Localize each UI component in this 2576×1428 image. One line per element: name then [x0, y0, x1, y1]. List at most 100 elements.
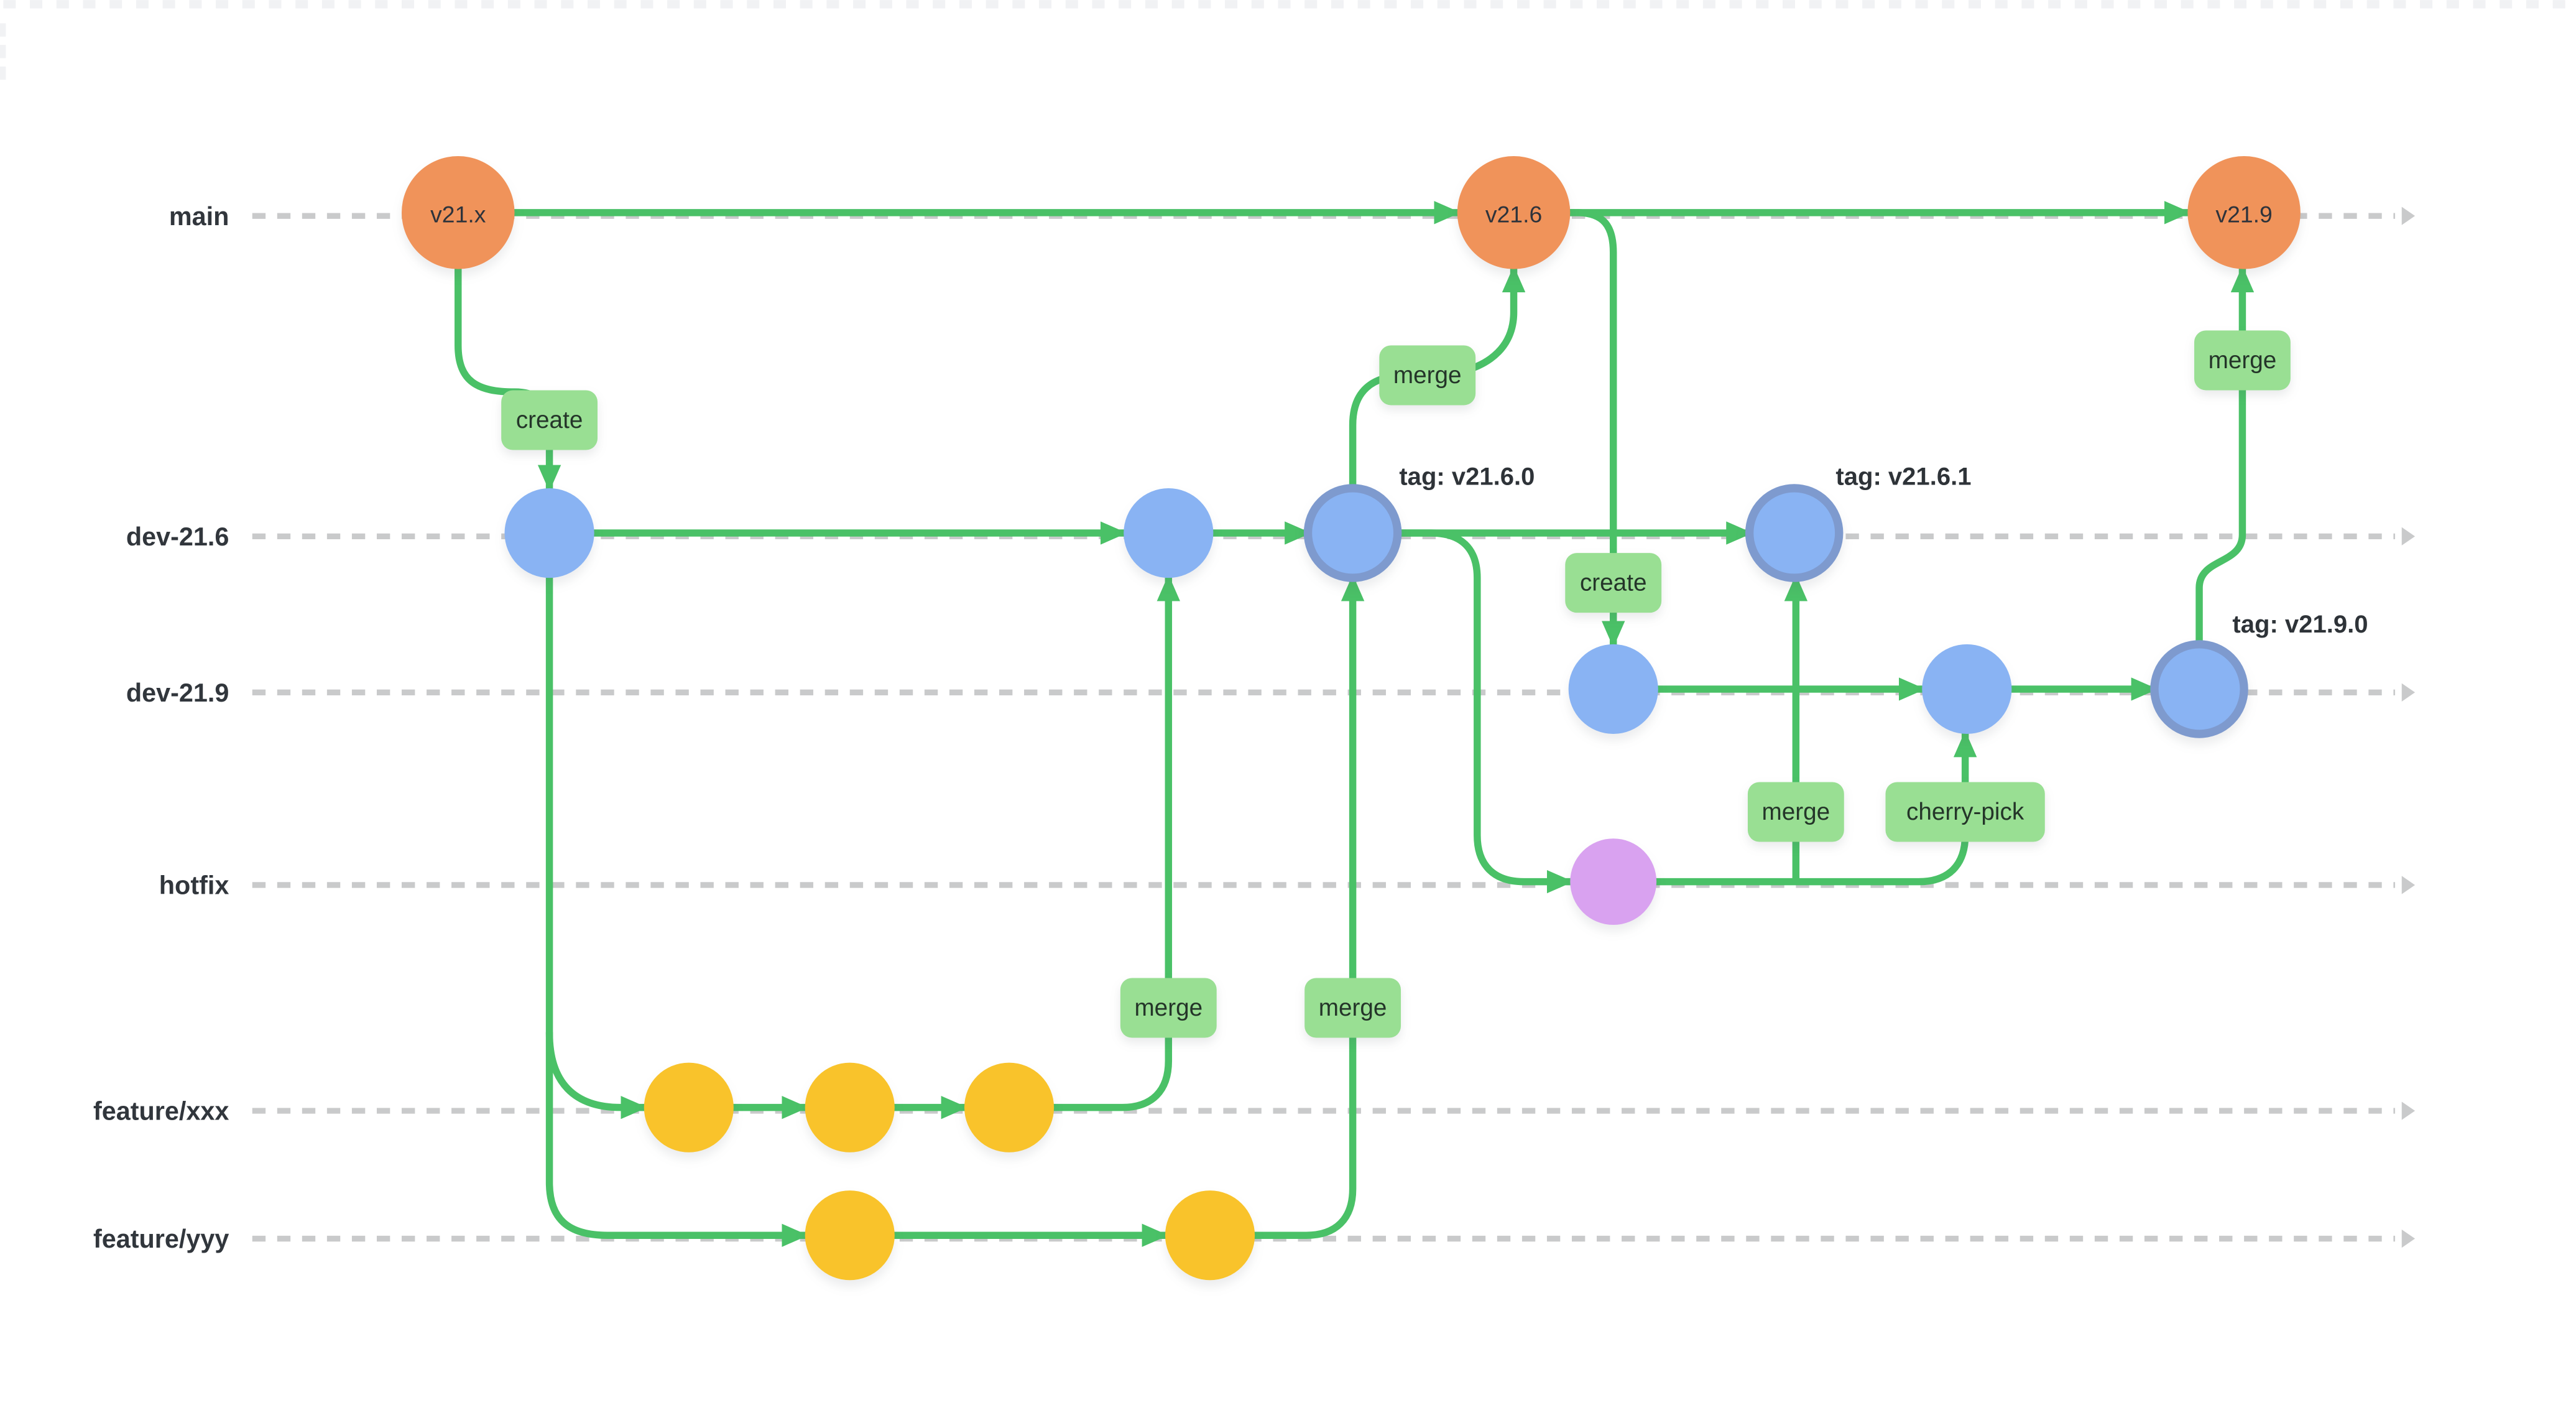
top-tick-icon: [1915, 0, 1928, 9]
top-tick-icon: [455, 0, 468, 9]
top-tick-icon: [534, 0, 547, 9]
commit-node-dev216-4: [1745, 484, 1844, 582]
commit-circle: [805, 1190, 895, 1281]
top-tick-icon: [402, 0, 415, 9]
lane-label-feature-yyy: feature/yyy: [93, 1225, 229, 1253]
commit-node-featxxx-3: [964, 1062, 1055, 1152]
action-box-bg: [1565, 553, 1662, 613]
top-tick-icon: [693, 0, 706, 9]
top-tick-icon: [879, 0, 892, 9]
top-tick-icon: [507, 0, 520, 9]
commit-circle: [805, 1062, 895, 1152]
top-tick-icon: [587, 0, 601, 9]
top-tick-icon: [136, 0, 149, 9]
top-tick-icon: [906, 0, 919, 9]
top-tick-icon: [428, 0, 441, 9]
top-tick-icon: [1225, 0, 1238, 9]
top-tick-icon: [1543, 0, 1556, 9]
top-tick-icon: [1517, 0, 1530, 9]
top-tick-icon: [2526, 0, 2539, 9]
top-tick-icon: [1597, 0, 1610, 9]
top-tick-icon: [826, 0, 839, 9]
top-tick-icon: [986, 0, 999, 9]
top-tick-icon: [561, 0, 574, 9]
top-tick-icon: [640, 0, 653, 9]
top-tick-icon: [348, 0, 361, 9]
top-tick-icon: [375, 0, 388, 9]
commit-node-dev216-1: [504, 488, 594, 578]
commit-node-dev216-3: [1303, 484, 1402, 582]
top-tick-icon: [1995, 0, 2008, 9]
top-tick-icon: [1782, 0, 1796, 9]
top-tick-icon: [2181, 0, 2194, 9]
top-tick-icon: [2101, 0, 2114, 9]
top-tick-icon: [2074, 0, 2087, 9]
commit-circle: [1570, 838, 1657, 925]
top-tick-icon: [1809, 0, 1822, 9]
lane-label-feature-xxx: feature/xxx: [93, 1097, 229, 1126]
top-tick-icon: [1304, 0, 1318, 9]
top-tick-icon: [1968, 0, 1981, 9]
action-box-create-0: create: [501, 390, 598, 450]
left-tick-icon: [0, 66, 6, 80]
top-tick-icon: [1039, 0, 1052, 9]
canvas-edge-decor: [0, 0, 2565, 80]
edges: [455, 201, 2255, 1247]
lane-dev-21-9: dev-21.9: [126, 679, 2416, 707]
top-tick-icon: [1384, 0, 1397, 9]
tagged-commit-circle: [2150, 640, 2248, 738]
commit-circle: [1568, 644, 1658, 735]
top-tick-icon: [1437, 0, 1450, 9]
commit-node-v21x: v21.x: [402, 156, 515, 269]
node-label-v216: v21.6: [1485, 201, 1542, 227]
node-label-v21x: v21.x: [430, 201, 486, 227]
commit-node-dev219-2: [1922, 644, 2012, 735]
top-tick-icon: [1464, 0, 1477, 9]
top-tick-icon: [1171, 0, 1184, 9]
top-tick-icon: [720, 0, 733, 9]
top-tick-icon: [1490, 0, 1503, 9]
top-tick-icon: [321, 0, 335, 9]
action-box-bg: [1747, 782, 1844, 842]
top-tick-icon: [83, 0, 96, 9]
node-label-v219: v21.9: [2215, 201, 2272, 227]
top-tick-icon: [2048, 0, 2061, 9]
left-tick-icon: [0, 45, 6, 58]
top-tick-icon: [2128, 0, 2141, 9]
commit-node-v216: v21.6: [1457, 156, 1571, 269]
edge-merge-featyyy-dev216: [1251, 574, 1365, 1239]
commit-circle: [402, 156, 515, 269]
lane-end-chevron-icon: [2401, 683, 2416, 702]
commit-circle: [1165, 1190, 1255, 1281]
commit-circle: [1124, 488, 1214, 578]
action-box-merge-7: merge: [2194, 330, 2291, 391]
commit-node-hotfix-1: [1570, 838, 1657, 925]
top-tick-icon: [1702, 0, 1715, 9]
commit-node-dev219-3: [2150, 640, 2248, 738]
top-tick-icon: [1888, 0, 1901, 9]
edge-branch-featyyy: [545, 574, 809, 1247]
action-box-bg: [501, 390, 598, 450]
top-tick-icon: [242, 0, 255, 9]
lane-end-chevron-icon: [2401, 206, 2416, 225]
top-tick-icon: [773, 0, 786, 9]
action-box-label: create: [516, 407, 583, 434]
commit-circle: [504, 488, 594, 578]
top-tick-icon: [2393, 0, 2406, 9]
top-tick-icon: [1756, 0, 1769, 9]
edge-merge-dev219-main: [2195, 265, 2255, 648]
commit-node-dev219-1: [1568, 644, 1658, 735]
action-box-merge-1: merge: [1379, 345, 1476, 406]
top-tick-icon: [1119, 0, 1132, 9]
action-box-bg: [1120, 978, 1217, 1038]
top-tick-icon: [1862, 0, 1875, 9]
top-tick-icon: [2340, 0, 2353, 9]
lane-label-dev-21-6: dev-21.6: [126, 522, 229, 551]
top-tick-icon: [747, 0, 760, 9]
top-tick-icon: [1676, 0, 1689, 9]
lane-label-main: main: [169, 202, 229, 231]
action-box-merge-2: merge: [1120, 978, 1217, 1038]
top-tick-icon: [2446, 0, 2459, 9]
